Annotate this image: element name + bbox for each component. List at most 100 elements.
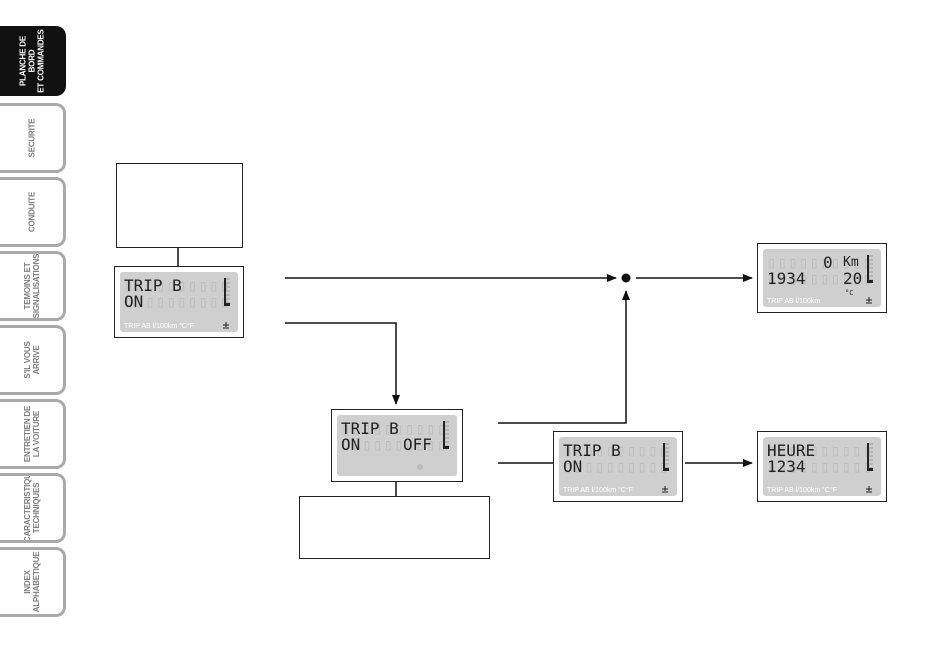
display-clock: ▯▯▯▯▯▯▯▯▯▯ ▯▯▯▯▯▯▯▯▯▯ HEURE 1234 TRIP AB… xyxy=(757,431,887,502)
gauge-segment xyxy=(664,459,669,461)
drop-icon xyxy=(662,486,668,493)
gauge-segment xyxy=(225,294,230,296)
drop-icon xyxy=(866,297,872,304)
display-trip-on-off: ▯▯▯▯▯▯▯▯▯▯ ▯▯▯▯▯▯▯▯▯▯ TRIP B ON OFF xyxy=(331,409,463,482)
fuel-level-fill xyxy=(444,446,449,449)
tab-caracteristiques[interactable]: CARACTERISTIQUES TECHNIQUES xyxy=(0,473,66,543)
lcd-odometer-value: 0 xyxy=(823,253,833,272)
lcd-screen: ▯▯▯▯▯▯▯▯▯▯ ▯▯▯▯▯▯▯▯▯▯ TRIP B ON TRIP AB … xyxy=(120,272,238,332)
gauge-segment xyxy=(868,255,873,257)
gauge-segment xyxy=(868,451,873,453)
gauge-segment xyxy=(225,298,230,300)
lcd-screen: ▯▯▯▯▯▯▯▯▯▯ ▯▯▯▯▯▯▯▯▯▯ TRIP B ON TRIP AB … xyxy=(559,437,677,496)
gauge-segment xyxy=(444,433,449,435)
gauge-segment xyxy=(868,275,873,277)
fuel-gauge xyxy=(224,278,230,306)
lcd-odometer-unit: Km xyxy=(843,255,859,270)
note-box-top xyxy=(116,163,243,248)
gauge-segment xyxy=(868,443,873,445)
arrow-onoff-to-junction xyxy=(498,290,630,424)
fuel-gauge xyxy=(443,421,449,449)
lcd-ghost-row: ▯▯▯▯▯▯▯▯▯▯ xyxy=(341,435,448,454)
display-trip-on-lower: ▯▯▯▯▯▯▯▯▯▯ ▯▯▯▯▯▯▯▯▯▯ TRIP B ON TRIP AB … xyxy=(553,431,683,502)
gauge-segment xyxy=(868,455,873,457)
arrow-trip-to-onoff xyxy=(285,322,400,405)
fuel-gauge xyxy=(663,443,669,471)
display-trip-on: ▯▯▯▯▯▯▯▯▯▯ ▯▯▯▯▯▯▯▯▯▯ TRIP B ON TRIP AB … xyxy=(114,266,244,338)
lcd-ghost-row: ▯▯▯▯▯▯▯▯▯▯ xyxy=(563,441,670,460)
gauge-segment xyxy=(664,443,669,445)
gauge-segment xyxy=(225,286,230,288)
gauge-segment xyxy=(664,455,669,457)
lcd-line-1: TRIP B xyxy=(341,419,399,438)
tab-conduite[interactable]: CONDUITE xyxy=(0,177,66,247)
tab-index[interactable]: INDEX ALPHABETIQUE xyxy=(0,547,66,617)
fuel-gauge xyxy=(867,255,873,283)
lcd-screen: ▯▯▯▯▯▯▯▯▯▯ ▯▯▯▯▯▯▯▯▯▯ 0 Km 1934 20 °C TR… xyxy=(763,249,881,307)
tab-temoins[interactable]: TEMOINS ET SIGNALISATIONS xyxy=(0,251,66,321)
drop-icon xyxy=(223,322,229,329)
gauge-segment xyxy=(868,459,873,461)
gauge-segment xyxy=(868,267,873,269)
gauge-segment xyxy=(444,437,449,439)
lcd-line-1: TRIP B xyxy=(124,276,182,295)
gauge-segment xyxy=(225,278,230,280)
lcd-ghost-row: ▯▯▯▯▯▯▯▯▯▯ xyxy=(767,441,874,460)
gauge-segment xyxy=(225,290,230,292)
tab-sil-vous-arrive[interactable]: S'IL VOUS ARRIVE xyxy=(0,325,66,395)
note-box-bottom xyxy=(299,496,490,559)
gauge-segment xyxy=(664,447,669,449)
gauge-segment xyxy=(868,259,873,261)
gauge-segment xyxy=(868,271,873,273)
gauge-segment xyxy=(444,441,449,443)
lcd-line-2-right: OFF xyxy=(403,435,432,454)
gauge-bar xyxy=(224,278,226,306)
junction-dot xyxy=(621,273,631,283)
lcd-screen: ▯▯▯▯▯▯▯▯▯▯ ▯▯▯▯▯▯▯▯▯▯ TRIP B ON OFF xyxy=(337,415,457,476)
tab-planche-de-bord[interactable]: PLANCHE DE BORD ET COMMANDES xyxy=(0,26,66,96)
fuel-level-fill xyxy=(664,468,669,471)
gauge-bar xyxy=(443,421,445,449)
gauge-bar xyxy=(867,443,869,471)
lcd-line-2: ON xyxy=(563,457,583,476)
lcd-line-2-left: 1934 xyxy=(767,269,806,288)
lcd-line-1: HEURE xyxy=(767,441,816,460)
drop-icon xyxy=(866,486,872,493)
gauge-bar xyxy=(867,255,869,283)
gauge-segment xyxy=(664,463,669,465)
lcd-ghost-row: ▯▯▯▯▯▯▯▯▯▯ xyxy=(124,292,231,311)
fuel-level-fill xyxy=(868,280,873,283)
lcd-line-2: ON xyxy=(124,292,144,311)
fuel-level-fill xyxy=(225,303,230,306)
lcd-line-2: 1234 xyxy=(767,457,806,476)
indicator-dot xyxy=(417,464,423,470)
tab-securite[interactable]: SECURITE xyxy=(0,103,66,173)
gauge-segment xyxy=(444,421,449,423)
lcd-line-2-left: ON xyxy=(341,435,361,454)
gauge-segment xyxy=(664,451,669,453)
lcd-ghost-row: ▯▯▯▯▯▯▯▯▯▯ xyxy=(767,253,874,272)
gauge-segment xyxy=(444,429,449,431)
lcd-screen: ▯▯▯▯▯▯▯▯▯▯ ▯▯▯▯▯▯▯▯▯▯ HEURE 1234 TRIP AB… xyxy=(763,437,881,496)
lcd-line-1: TRIP B xyxy=(563,441,621,460)
gauge-segment xyxy=(868,463,873,465)
lcd-ghost-row: ▯▯▯▯▯▯▯▯▯▯ xyxy=(341,419,448,438)
lcd-units-row: TRIP AB l/100km xyxy=(767,298,821,305)
lcd-units-row: TRIP AB l/100km °C°F xyxy=(767,487,838,494)
lcd-units-row: TRIP AB l/100km °C°F xyxy=(563,487,634,494)
lcd-temperature-unit: °C xyxy=(845,289,854,297)
gauge-bar xyxy=(663,443,665,471)
lcd-ghost-row: ▯▯▯▯▯▯▯▯▯▯ xyxy=(124,276,231,295)
lcd-temperature: 20 xyxy=(843,269,863,288)
gauge-segment xyxy=(444,425,449,427)
fuel-level-fill xyxy=(868,468,873,471)
gauge-segment xyxy=(868,263,873,265)
gauge-segment xyxy=(868,447,873,449)
tab-entretien[interactable]: ENTRETIEN DE LA VOITURE xyxy=(0,399,66,469)
lcd-ghost-row: ▯▯▯▯▯▯▯▯▯▯ xyxy=(767,269,874,288)
lcd-ghost-row: ▯▯▯▯▯▯▯▯▯▯ xyxy=(563,457,670,476)
display-odometer: ▯▯▯▯▯▯▯▯▯▯ ▯▯▯▯▯▯▯▯▯▯ 0 Km 1934 20 °C TR… xyxy=(757,243,887,313)
lcd-units-row: TRIP AB l/100km °C°F xyxy=(124,323,195,330)
fuel-gauge xyxy=(867,443,873,471)
